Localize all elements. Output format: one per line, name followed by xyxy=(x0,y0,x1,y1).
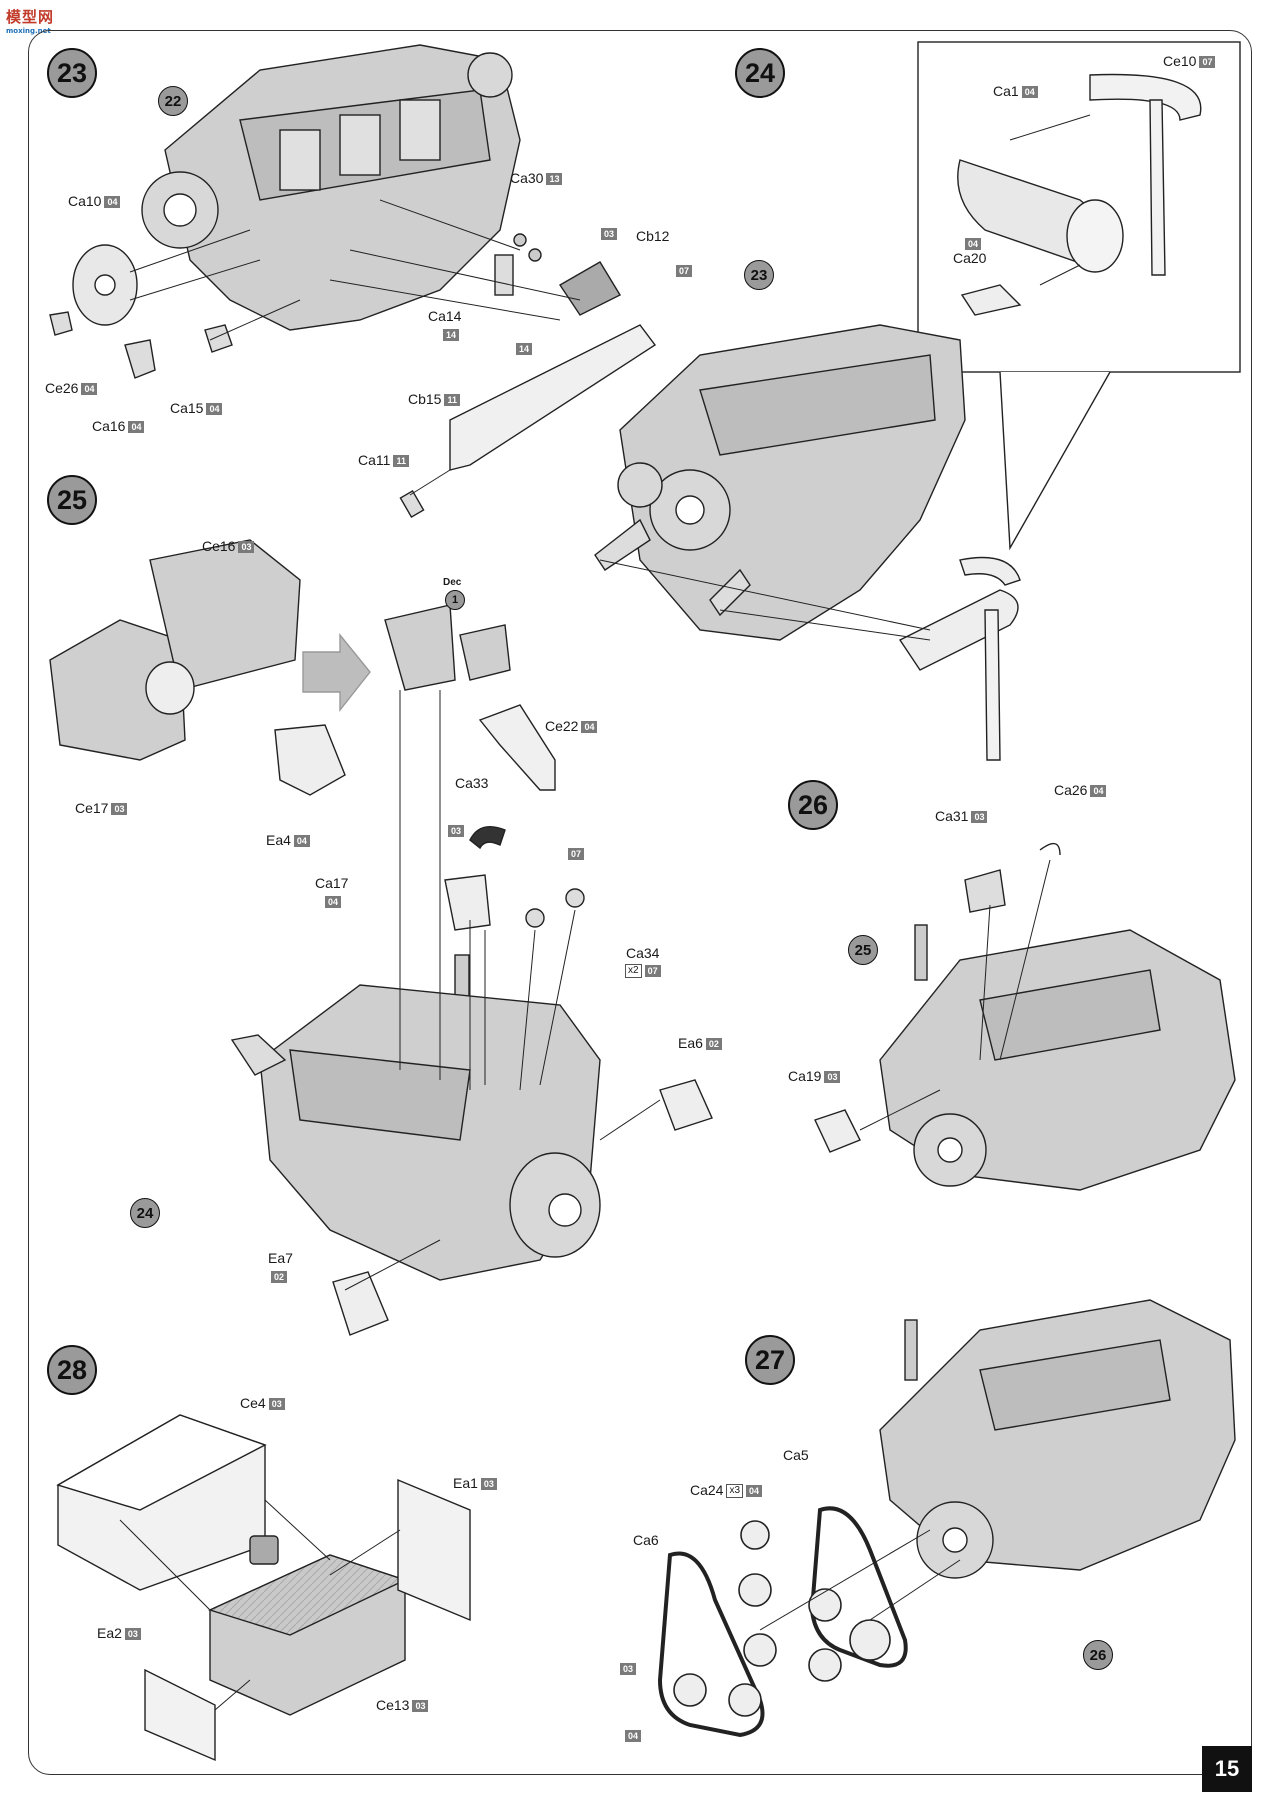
part-ca33: Ca33 xyxy=(455,775,489,791)
ref-step-22: 22 xyxy=(158,86,188,116)
part-cb12: Cb12 xyxy=(636,228,670,244)
step-23-badge: 23 xyxy=(47,48,97,98)
step28-battery-drawing xyxy=(56,1414,471,1762)
part-ea7-code: 02 xyxy=(268,1268,288,1284)
decal-number: 1 xyxy=(445,590,465,610)
decal-label: Dec xyxy=(443,577,462,588)
part-ca14-code-2: 14 xyxy=(513,340,533,356)
step25-manifold-drawing xyxy=(49,539,585,1016)
part-ca20: Ca20 xyxy=(953,250,987,266)
step-28-badge: 28 xyxy=(47,1345,97,1395)
part-ca33-code-1: 03 xyxy=(445,822,465,838)
part-ea7: Ea7 xyxy=(268,1250,293,1266)
part-ca20-code: 04 xyxy=(962,235,982,251)
ref-step-24: 24 xyxy=(130,1198,160,1228)
step-24-badge: 24 xyxy=(735,48,785,98)
part-ca17: Ca17 xyxy=(315,875,349,891)
part-ca6: Ca6 xyxy=(633,1532,659,1548)
page-number: 15 xyxy=(1202,1746,1252,1792)
part-ca17-code: 04 xyxy=(322,893,342,909)
ref-step-23: 23 xyxy=(744,260,774,290)
part-ca33-code-2: 07 xyxy=(565,845,585,861)
part-ca5: Ca5 xyxy=(783,1447,809,1463)
part-cb12-prefix: 03 xyxy=(598,225,618,241)
part-ca34: Ca34 xyxy=(626,945,660,961)
step23-engine-drawing xyxy=(49,44,657,518)
step-26-badge: 26 xyxy=(788,780,838,830)
watermark-url: moxing.net xyxy=(6,27,51,35)
step24-inset-drawing xyxy=(957,73,1202,316)
watermark-text: 模型网 xyxy=(6,8,55,26)
belt-code-1: 03 xyxy=(617,1660,637,1676)
step24-engine-drawing xyxy=(594,324,1021,761)
site-watermark: 模型网 moxing.net xyxy=(6,6,54,35)
step-25-badge: 25 xyxy=(47,475,97,525)
ref-step-26: 26 xyxy=(1083,1640,1113,1670)
step25-engine-drawing xyxy=(230,690,713,1336)
part-ca14-code: 14 xyxy=(440,326,460,342)
step-27-badge: 27 xyxy=(745,1335,795,1385)
belt-set-drawing xyxy=(657,1506,961,1738)
step27-engine-drawing xyxy=(879,1299,1236,1579)
step26-engine-drawing xyxy=(814,842,1236,1191)
belt-code-2: 04 xyxy=(622,1727,642,1743)
part-cb12-code: 07 xyxy=(673,262,693,278)
part-ca14: Ca14 xyxy=(428,308,462,324)
page-frame xyxy=(28,30,1252,1775)
ref-step-25: 25 xyxy=(848,935,878,965)
